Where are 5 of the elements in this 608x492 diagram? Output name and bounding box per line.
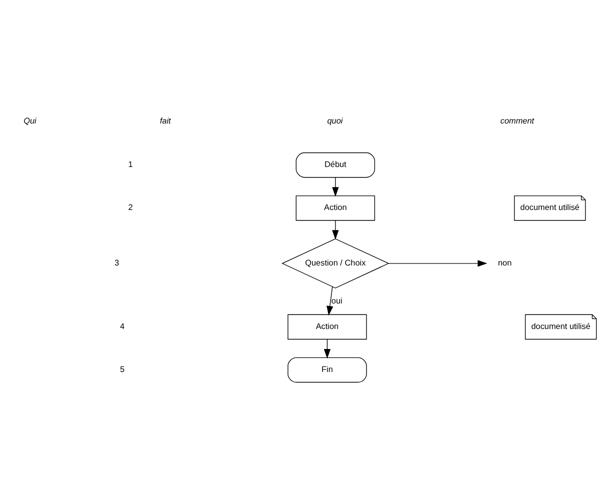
arrow [332,177,339,197]
arrow [326,286,334,316]
arrow [388,260,488,267]
arrow [332,220,339,240]
arrow [324,339,331,359]
